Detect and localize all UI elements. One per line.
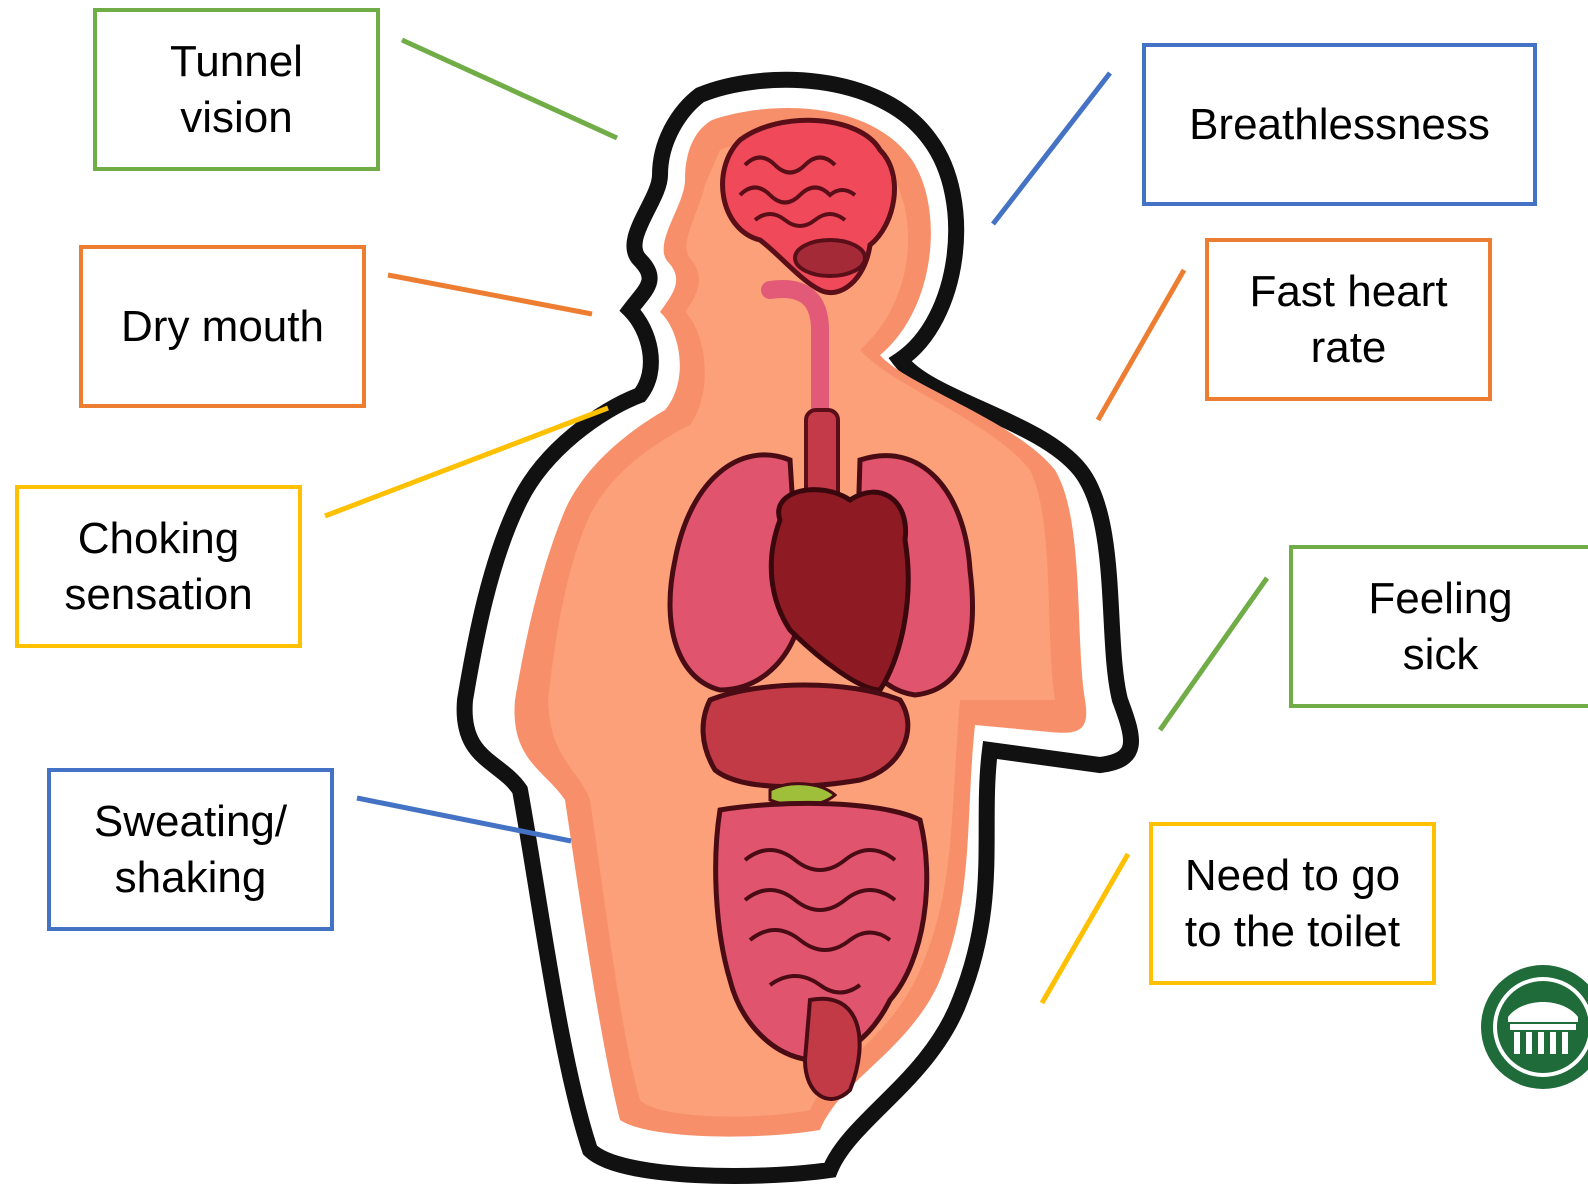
connector-toilet <box>1042 854 1128 1003</box>
school-crest-icon <box>1478 962 1588 1092</box>
liver-icon <box>703 685 908 787</box>
label-need-toilet: Need to go to the toilet <box>1149 822 1436 985</box>
label-fast-heart-rate-text: Fast heart rate <box>1249 264 1447 376</box>
label-breathlessness-text: Breathlessness <box>1189 97 1490 153</box>
cerebellum-icon <box>795 240 865 276</box>
connector-feeling-sick <box>1160 578 1267 730</box>
connector-breathlessness <box>993 73 1110 224</box>
label-tunnel-vision-text: Tunnel vision <box>170 34 303 146</box>
label-choking-sensation: Choking sensation <box>15 485 302 648</box>
label-need-toilet-text: Need to go to the toilet <box>1185 848 1400 960</box>
label-choking-sensation-text: Choking sensation <box>64 511 252 623</box>
label-sweating-shaking: Sweating/ shaking <box>47 768 334 931</box>
label-fast-heart-rate: Fast heart rate <box>1205 238 1492 401</box>
label-breathlessness: Breathlessness <box>1142 43 1537 206</box>
rectum-icon <box>805 999 860 1099</box>
human-body-organs-icon <box>465 80 1131 1176</box>
label-feeling-sick: Feeling sick <box>1289 545 1588 708</box>
connector-fast-heart <box>1098 270 1184 420</box>
label-tunnel-vision: Tunnel vision <box>93 8 380 171</box>
connector-tunnel-vision <box>402 40 617 138</box>
label-dry-mouth: Dry mouth <box>79 245 366 408</box>
label-feeling-sick-text: Feeling sick <box>1368 571 1512 683</box>
label-sweating-shaking-text: Sweating/ shaking <box>94 794 287 906</box>
label-dry-mouth-text: Dry mouth <box>121 299 324 355</box>
connector-dry-mouth <box>388 275 592 314</box>
